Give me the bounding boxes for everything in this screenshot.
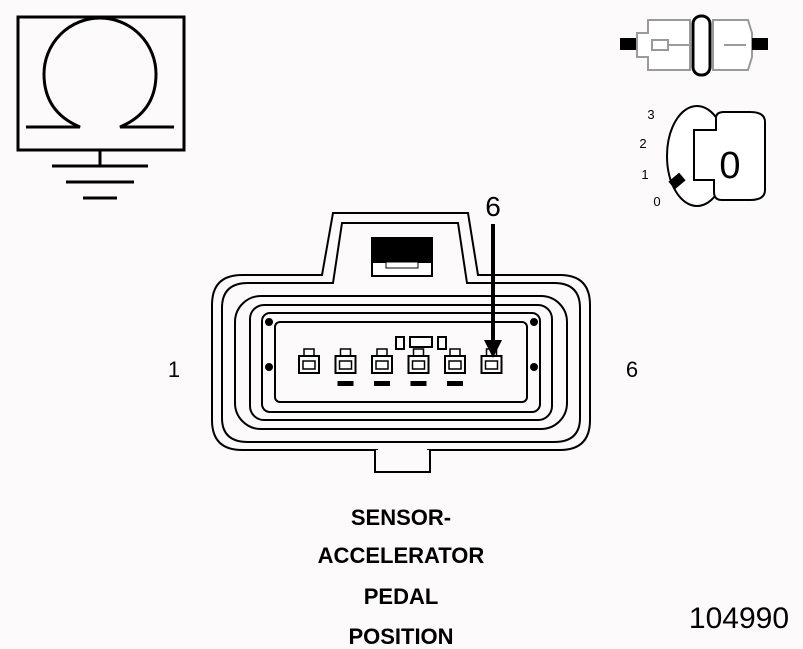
seal-ring-inner <box>261 312 541 413</box>
wire-left <box>620 38 637 50</box>
connector-pins <box>298 348 503 386</box>
caption-line-3: PEDAL <box>363 584 439 609</box>
ign-pos-0: 0 <box>653 194 660 209</box>
ignition-key <box>693 111 766 201</box>
caption-line-2: ACCELERATOR <box>317 543 485 568</box>
connector-face <box>211 212 591 473</box>
seal-ring-mid <box>249 304 553 421</box>
pin-terminal-4 <box>407 348 430 386</box>
connector-key <box>374 450 431 473</box>
pin-terminal-5 <box>444 348 466 386</box>
connector-disconnected-icon <box>620 14 768 77</box>
pin-terminal-2 <box>334 348 357 386</box>
pin-6-label: 6 <box>626 357 638 382</box>
housing-inner-outline <box>221 222 581 443</box>
connector-housing <box>211 212 591 451</box>
pin-terminal-1 <box>298 348 320 374</box>
key-position-label: 0 <box>719 145 740 187</box>
pin-1-label: 1 <box>168 357 180 382</box>
ohmmeter-frame <box>16 15 186 152</box>
omega-symbol <box>26 16 174 129</box>
plug-half-left <box>636 19 691 71</box>
figure-number: 104990 <box>688 602 789 635</box>
ign-pos-1: 1 <box>641 167 648 182</box>
pin-terminal-3 <box>371 348 393 386</box>
ignition-switch-icon: 3 2 1 0 0 <box>639 105 766 209</box>
connector-seal <box>691 14 712 77</box>
key-indicator <box>668 172 686 190</box>
caption-line-4: POSITION <box>348 624 454 649</box>
ohmmeter-icon <box>16 15 186 200</box>
latch-top <box>371 237 433 263</box>
seal-ring-outer <box>234 295 568 430</box>
wire-right <box>752 38 768 50</box>
probe-pin-label: 6 <box>485 191 501 222</box>
probe-arrow: 6 <box>484 191 502 358</box>
ign-pos-3: 3 <box>647 107 654 122</box>
caption-line-1: SENSOR- <box>350 505 452 530</box>
ign-pos-2: 2 <box>639 136 646 151</box>
pin-cavity-block <box>274 321 528 403</box>
